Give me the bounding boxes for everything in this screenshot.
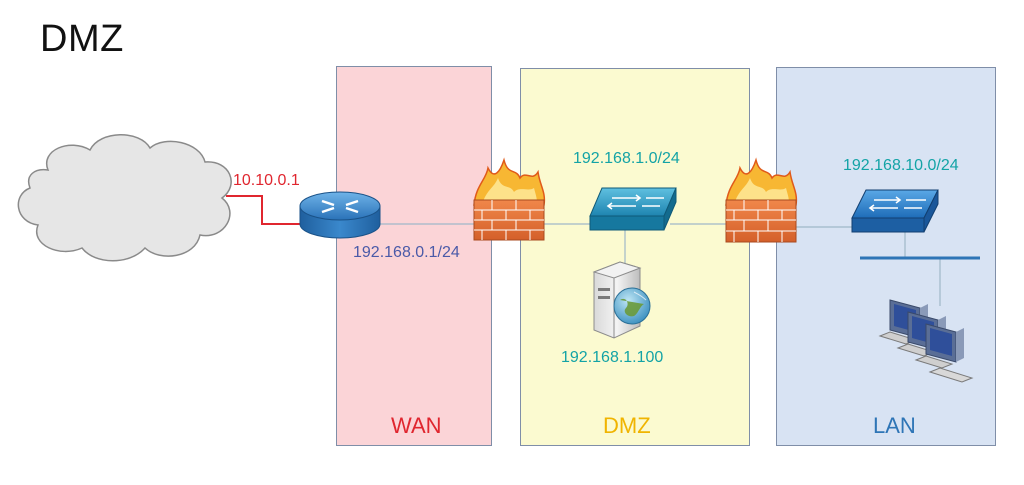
- cloud-icon: [17, 134, 232, 262]
- wan-zone-label: WAN: [391, 413, 442, 438]
- wan-zone: WAN: [336, 66, 492, 446]
- web-server-icon: [592, 261, 651, 339]
- lan-network-ip: 192.168.10.0/24: [843, 157, 959, 174]
- page-title: DMZ: [40, 18, 124, 60]
- dmz-zone-label: DMZ: [603, 413, 651, 438]
- computers-icon: [878, 299, 974, 383]
- firewall-icon: [725, 157, 798, 243]
- switch-icon: [851, 189, 939, 233]
- firewall-icon: [473, 157, 546, 241]
- switch-icon: [589, 187, 677, 231]
- router-icon: [299, 191, 381, 239]
- dmz-network-ip: 192.168.1.0/24: [573, 150, 680, 167]
- router-external-ip: 10.10.0.1: [233, 172, 300, 189]
- dmz-zone: DMZ: [520, 68, 750, 446]
- external-link: [226, 195, 300, 225]
- lan-zone-label: LAN: [873, 413, 916, 438]
- router-internal-ip: 192.168.0.1/24: [353, 244, 460, 261]
- dmz-server-ip: 192.168.1.100: [561, 349, 664, 366]
- network-links: [378, 223, 941, 306]
